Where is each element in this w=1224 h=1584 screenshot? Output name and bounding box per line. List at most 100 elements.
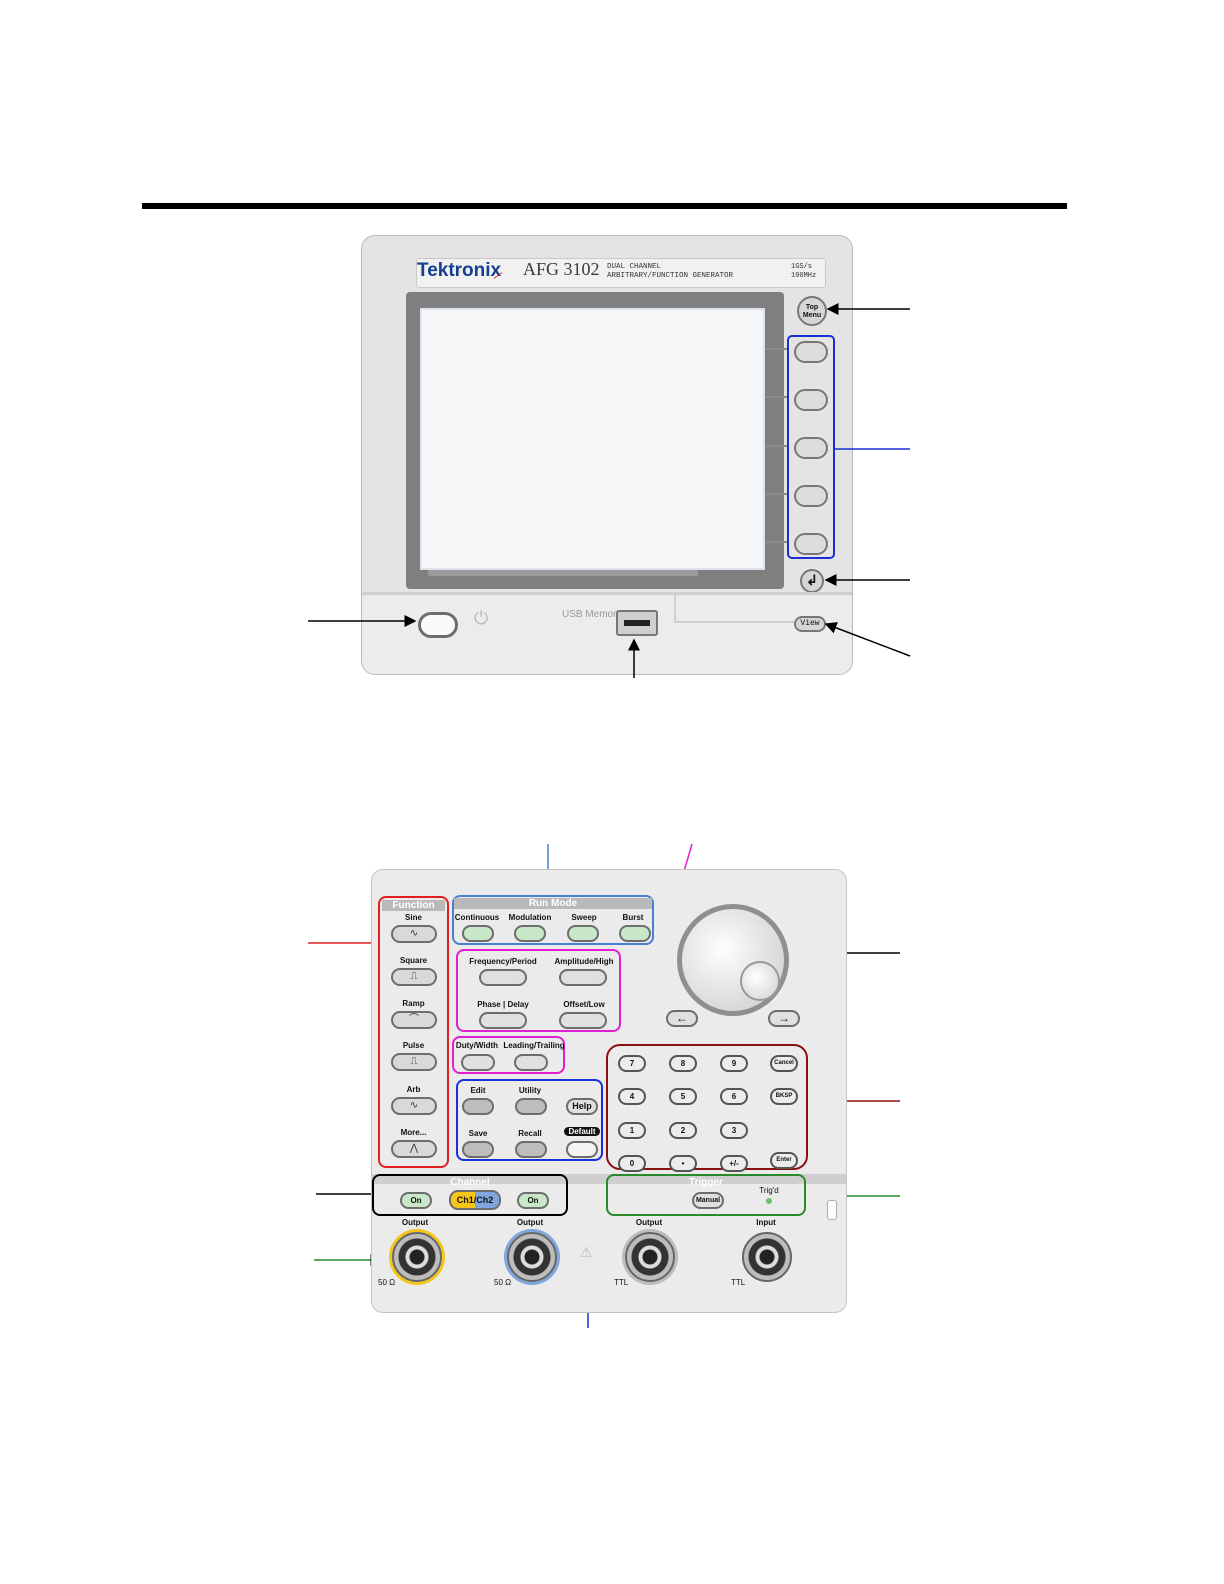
edit-label: Edit [470,1086,486,1095]
bezel-lip [428,570,698,576]
key-7[interactable]: 7 [618,1055,646,1072]
ch1-impedance-label: 50 Ω [378,1278,396,1287]
continuous-label: Continuous [454,913,500,922]
frequency-period-button[interactable] [479,969,527,986]
front-panel-controls: Function Sine ∿ Square ⎍ Ramp ⌒ Pulse ⎍ … [371,869,847,1313]
ramp-label: Ramp [402,999,425,1008]
softkey-tick [765,396,789,398]
key-6[interactable]: 6 [720,1088,748,1105]
enter-button[interactable]: Enter [770,1152,798,1169]
frequency-period-label: Frequency/Period [469,957,537,966]
recall-button[interactable] [515,1141,547,1158]
ch2-label: Ch2 [476,1195,494,1205]
key-decimal[interactable]: • [669,1155,697,1172]
return-button[interactable]: ↲ [800,569,824,593]
ch2-output-connector[interactable] [507,1232,557,1282]
default-button[interactable] [566,1141,598,1158]
usb-slot [624,620,650,626]
panel-divider [362,592,852,595]
modulation-button[interactable] [514,925,546,942]
offset-low-button[interactable] [559,1012,607,1029]
brand-logo: Tektronix [417,260,502,281]
amplitude-high-label: Amplitude/High [554,957,614,966]
utility-label: Utility [518,1086,542,1095]
ch2-output-label: Output [516,1218,544,1227]
arb-button[interactable]: ∿ [391,1097,437,1115]
sine-label: Sine [405,913,422,922]
channel2-on-button[interactable]: On [517,1192,549,1209]
ch2-impedance-label: 50 Ω [494,1278,512,1287]
pulse-parameter-group: Duty/Width Leading/Trailing [452,1036,565,1074]
function-group: Function Sine ∿ Square ⎍ Ramp ⌒ Pulse ⎍ … [378,896,449,1168]
more-button[interactable]: ⋀ [391,1140,437,1158]
bezel-softkey-2[interactable] [794,389,828,411]
ramp-button[interactable]: ⌒ [391,1011,437,1029]
sweep-button[interactable] [567,925,599,942]
more-wave-icon: ⋀ [409,1143,419,1154]
duty-width-label: Duty/Width [455,1041,499,1050]
burst-label: Burst [622,913,644,922]
key-plus-minus[interactable]: +/- [720,1155,748,1172]
run-mode-group: Run Mode Continuous Modulation Sweep Bur… [452,895,654,945]
softkey-tick [765,541,789,543]
trigger-output-connector[interactable] [625,1232,675,1282]
channel1-on-button[interactable]: On [400,1192,432,1209]
leading-trailing-button[interactable] [514,1054,548,1071]
usb-port[interactable] [616,610,658,636]
bezel-softkey-3[interactable] [794,437,828,459]
backspace-button[interactable]: BKSP [770,1088,798,1105]
softkey-tick [765,445,789,447]
sine-button[interactable]: ∿ [391,925,437,943]
amplitude-high-button[interactable] [559,969,607,986]
key-5[interactable]: 5 [669,1088,697,1105]
modulation-label: Modulation [508,913,552,922]
sine-wave-icon: ∿ [409,928,419,939]
power-button[interactable] [418,612,458,638]
manual-trigger-button[interactable]: Manual [692,1192,724,1209]
key-8[interactable]: 8 [669,1055,697,1072]
bezel-softkey-1[interactable] [794,341,828,363]
ch1-output-label: Output [401,1218,429,1227]
continuous-button[interactable] [462,925,494,942]
bezel-softkey-5[interactable] [794,533,828,555]
save-button[interactable] [462,1141,494,1158]
left-arrow-button[interactable]: ← [666,1010,698,1027]
key-0[interactable]: 0 [618,1155,646,1172]
duty-width-button[interactable] [461,1054,495,1071]
key-4[interactable]: 4 [618,1088,646,1105]
key-2[interactable]: 2 [669,1122,697,1139]
horizontal-rule [142,203,1067,209]
edit-button[interactable] [462,1098,494,1115]
key-9[interactable]: 9 [720,1055,748,1072]
cancel-button[interactable]: Cancel [770,1055,798,1072]
ch1-label: Ch1 [456,1195,474,1205]
bezel-softkeys-group [787,335,835,559]
square-wave-icon: ⎍ [410,971,418,982]
right-arrow-button[interactable]: → [768,1010,800,1027]
pulse-button[interactable]: ⎍ [391,1053,437,1071]
trigd-label: Trig'd [759,1186,779,1195]
help-button[interactable]: Help [566,1098,598,1115]
general-purpose-knob[interactable] [677,904,789,1016]
arrow-view [824,622,911,657]
display-screen [420,308,765,570]
top-menu-button[interactable]: Top Menu [797,296,827,326]
save-label: Save [468,1129,488,1138]
utility-button[interactable] [515,1098,547,1115]
trigger-input-connector[interactable] [742,1232,792,1282]
bezel-softkey-4[interactable] [794,485,828,507]
key-1[interactable]: 1 [618,1122,646,1139]
square-label: Square [399,956,428,965]
sweep-label: Sweep [571,913,597,922]
burst-button[interactable] [619,925,651,942]
phase-delay-label: Phase | Delay [477,1000,529,1009]
ch1-output-connector[interactable] [392,1232,442,1282]
return-icon: ↲ [806,572,818,588]
square-button[interactable]: ⎍ [391,968,437,986]
ch1-ch2-select-button[interactable]: Ch1/Ch2 [449,1190,501,1210]
key-3[interactable]: 3 [720,1122,748,1139]
arb-label: Arb [406,1085,421,1094]
phase-delay-button[interactable] [479,1012,527,1029]
model-name: AFG 3102 [523,259,600,279]
